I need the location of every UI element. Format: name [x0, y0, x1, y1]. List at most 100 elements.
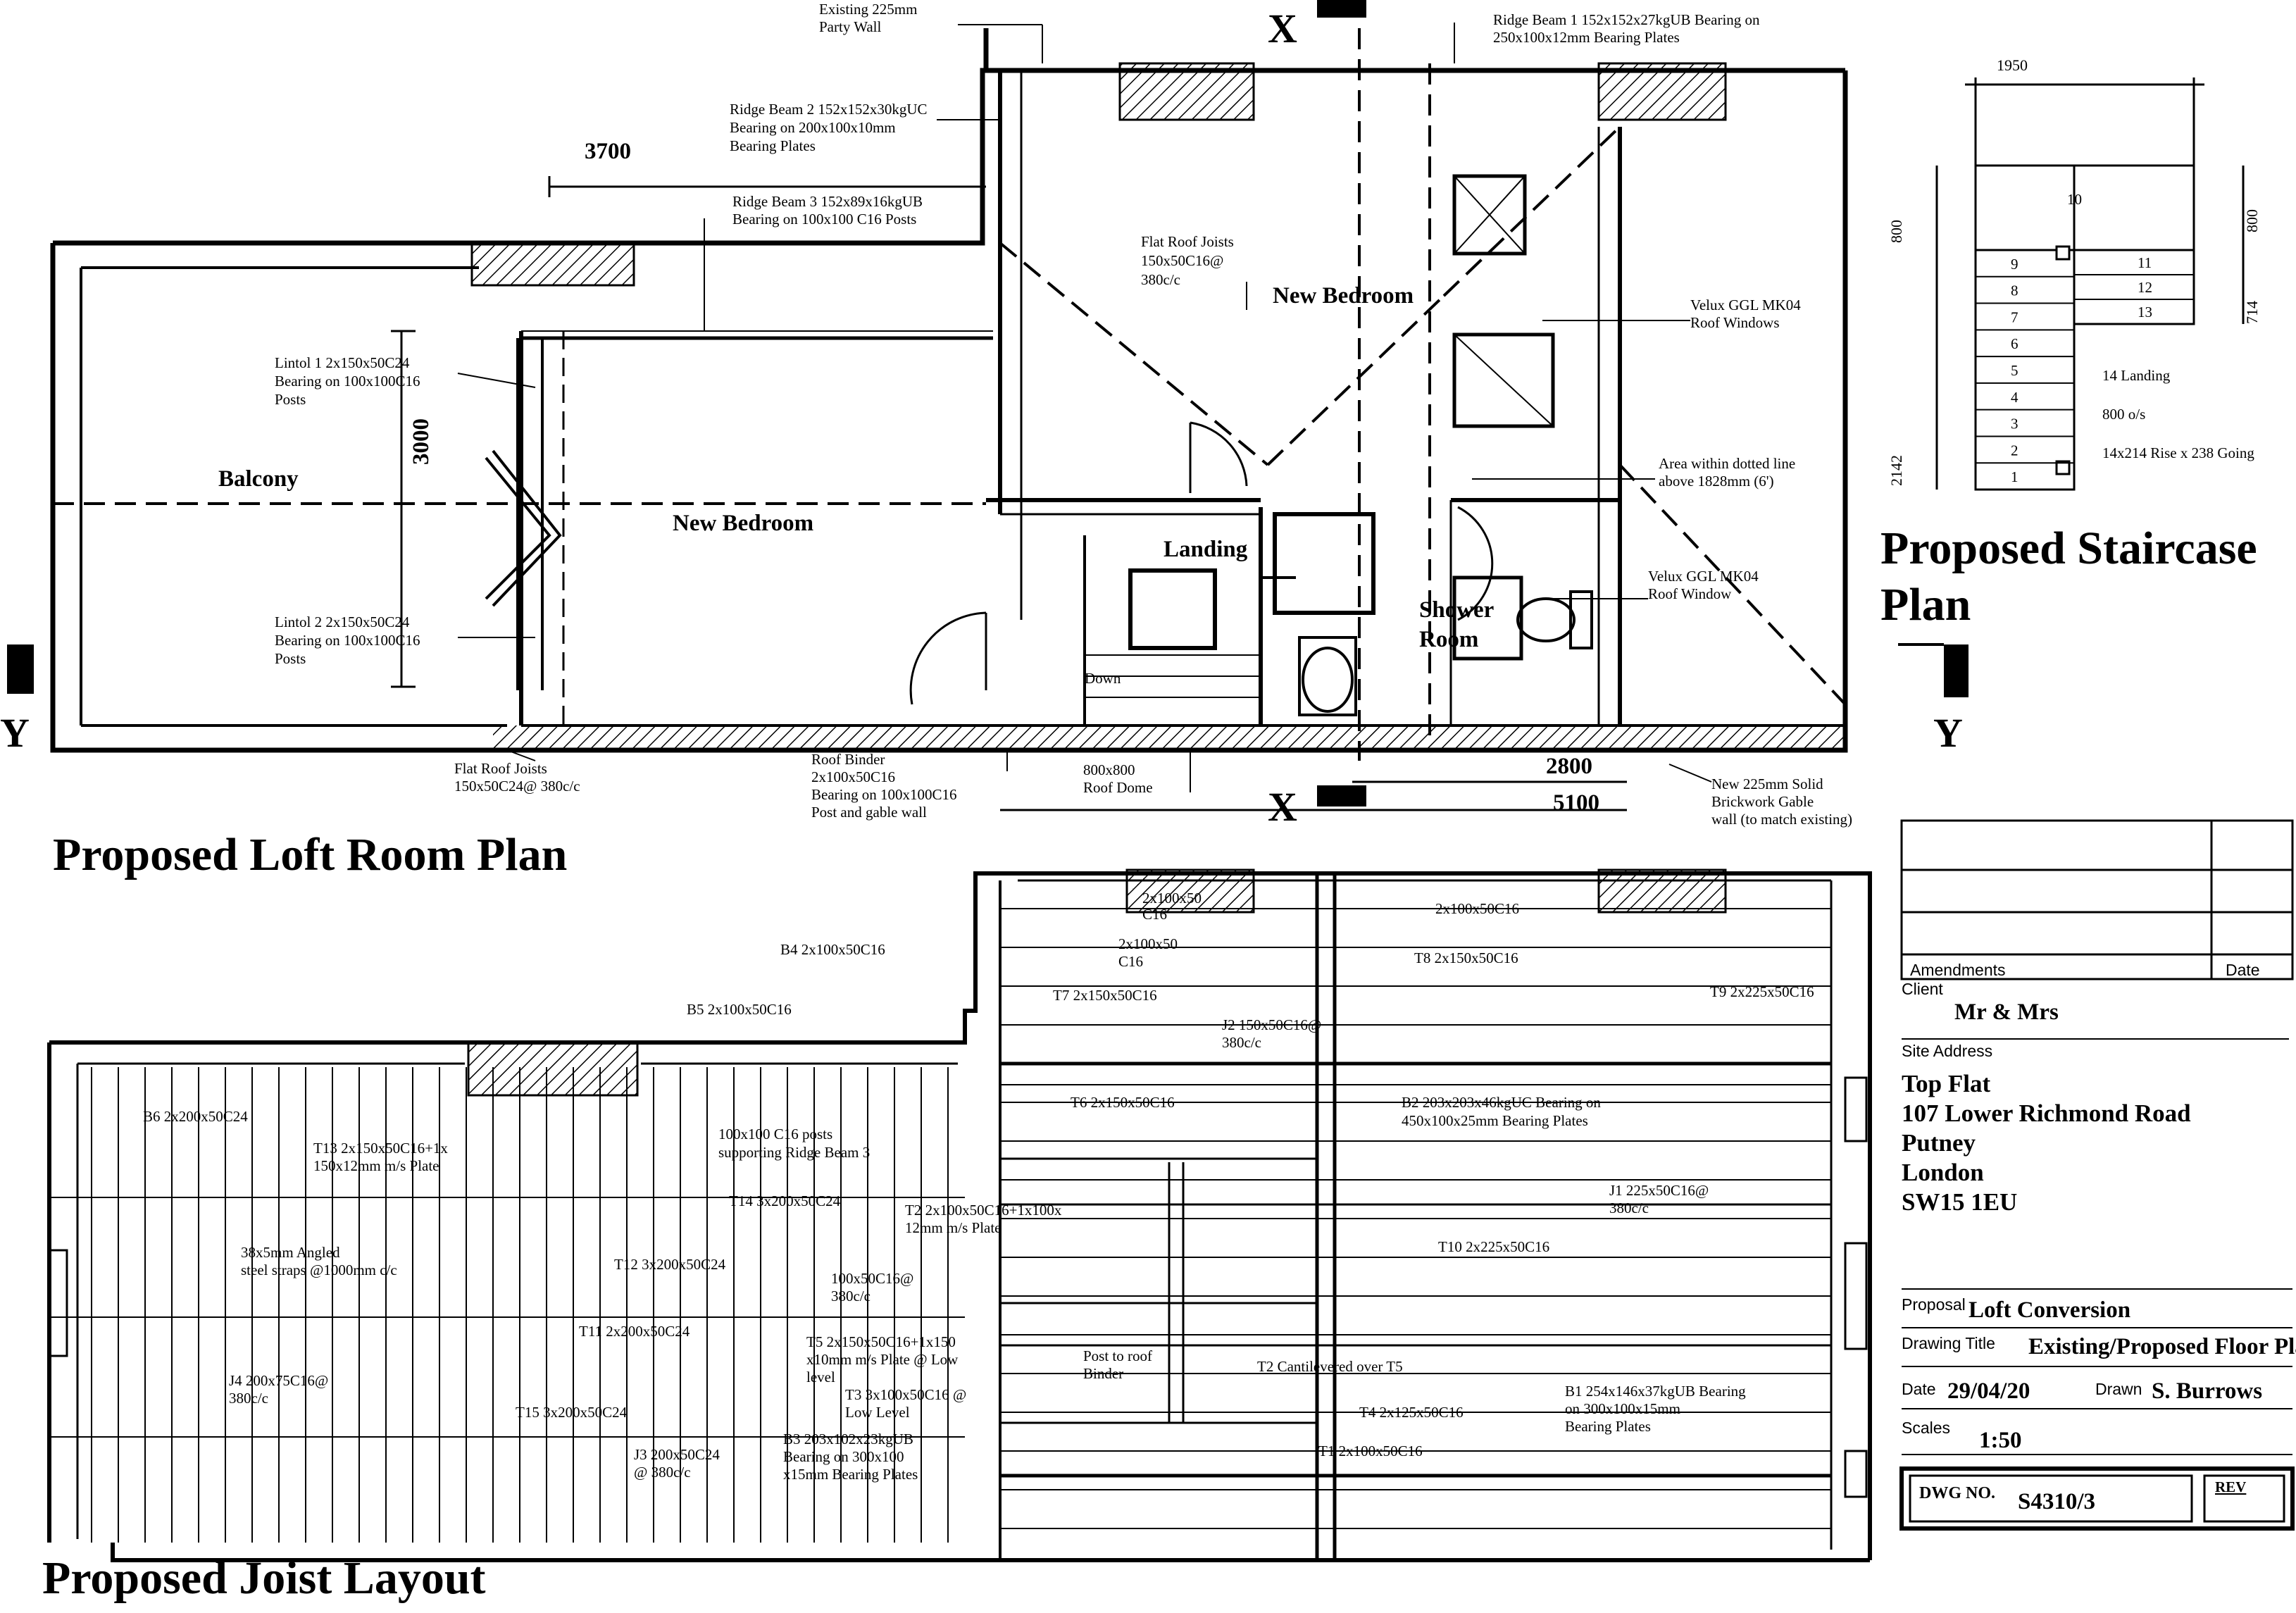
joist-b2-1: B2 203x203x46kgUC Bearing on: [1402, 1094, 1601, 1111]
joist-b3-1: B3 203x102x23kgUB: [783, 1431, 913, 1447]
joist-layout-title: Proposed Joist Layout: [42, 1552, 486, 1604]
stair-tread-number: 3: [2011, 416, 2019, 432]
room-balcony: Balcony: [218, 466, 299, 492]
drawing-title-label: Drawing Title: [1902, 1334, 1995, 1352]
section-y-left: Y: [0, 710, 30, 756]
joist-t13-2: 150x12mm m/s Plate: [313, 1157, 439, 1174]
amendments-table: [1900, 819, 2294, 980]
sanitary-fittings: [1298, 590, 1593, 716]
stair-dim-800-left: 800: [1888, 220, 1905, 243]
note-velux-a-1: Velux GGL MK04: [1690, 297, 1801, 313]
stair-tread-number: 2: [2011, 442, 2019, 459]
dim-3700: 3700: [585, 139, 631, 164]
note-velux-b-1: Velux GGL MK04: [1648, 568, 1759, 585]
stair-tread-number: 13: [2138, 304, 2152, 320]
joist-j1-2: 380c/c: [1609, 1200, 1649, 1216]
rev-label: REV: [2215, 1478, 2246, 1495]
joist-layout: 2x100x50 C16 2x100x50 C16 2x100x50C16 B4…: [42, 868, 1872, 1604]
joist-t11: T11 2x200x50C24: [579, 1323, 690, 1340]
note-lintol1-1: Lintol 1 2x150x50C24: [275, 354, 410, 371]
stair-tread-number: 6: [2011, 335, 2019, 352]
dwg-number-box: [1899, 1466, 2295, 1531]
site-line-5: SW15 1EU: [1902, 1188, 2017, 1216]
stair-tread-number: 10: [2067, 191, 2082, 208]
amendments-date-label: Date: [2226, 961, 2260, 979]
joist-b-c16-1: 2x100x50: [1118, 935, 1178, 952]
room-new-bedroom-left: New Bedroom: [673, 511, 813, 536]
joist-side-piers: [48, 1076, 1868, 1498]
joist-b1-3: Bearing Plates: [1565, 1418, 1651, 1435]
stair-dim-800-right: 800: [2243, 209, 2261, 232]
dim-2800: 2800: [1546, 754, 1592, 779]
note-ridge3-2: Bearing on 100x100 C16 Posts: [732, 211, 916, 228]
section-mark-x: X X: [1268, 0, 1366, 830]
joist-m100-2: 380c/c: [831, 1288, 871, 1304]
dwg-no-value: S4310/3: [2018, 1489, 2095, 1514]
joist-t15: T15 3x200x50C24: [516, 1404, 628, 1421]
joist-j1-1: J1 225x50C16@: [1609, 1182, 1709, 1199]
loft-dimension-lines: [391, 176, 1627, 811]
note-ridge2-2: Bearing on 200x100x10mm: [730, 119, 896, 136]
room-new-bedroom-right: New Bedroom: [1273, 283, 1414, 309]
room-shower-2: Room: [1419, 627, 1478, 652]
date-value: 29/04/20: [1947, 1378, 2030, 1404]
note-dome-1: 800x800: [1083, 761, 1135, 778]
note-binder-2: 2x100x50C16: [811, 768, 895, 785]
note-gable-2: Brickwork Gable: [1711, 793, 1814, 810]
joist-b-c16-2: C16: [1118, 953, 1143, 970]
stair-tread-number: 9: [2011, 256, 2019, 273]
joist-b3-3: x15mm Bearing Plates: [783, 1466, 918, 1483]
note-flatjoists-r-1: Flat Roof Joists: [1141, 233, 1234, 250]
amendments-label: Amendments: [1910, 961, 2006, 979]
scale-value: 1:50: [1979, 1428, 2022, 1453]
stair-note-rise: 14x214 Rise x 238 Going: [2102, 444, 2254, 461]
note-ridge3-1: Ridge Beam 3 152x89x16kgUB: [732, 193, 923, 210]
drawn-label: Drawn: [2095, 1380, 2142, 1398]
joist-a-c16-2: C16: [1142, 906, 1167, 923]
joist-b2-2: 450x100x25mm Bearing Plates: [1402, 1112, 1588, 1129]
drawn-value: S. Burrows: [2152, 1378, 2262, 1404]
dim-5100: 5100: [1553, 790, 1599, 816]
joist-t5-2: x10mm m/s Plate @ Low: [806, 1351, 959, 1368]
staircase-title-2: Plan: [1880, 579, 1971, 630]
stair-down-label: Down: [1085, 670, 1121, 687]
joist-post-binder-1: Post to roof: [1083, 1347, 1152, 1364]
party-wall-hatching: [470, 62, 1845, 750]
note-gable-3: wall (to match existing): [1711, 811, 1852, 828]
joist-straps-2: steel straps @1000mm c/c: [241, 1262, 397, 1278]
dim-3000: 3000: [408, 418, 434, 465]
joist-t7: T7 2x150x50C16: [1053, 987, 1157, 1004]
joist-b5: B5 2x100x50C16: [687, 1001, 792, 1018]
note-velux-a-2: Roof Windows: [1690, 314, 1780, 331]
joist-j2-2: 380c/c: [1222, 1034, 1261, 1051]
stair-outline: [1935, 77, 2245, 491]
note-velux-b-2: Roof Window: [1648, 585, 1732, 602]
joist-t2-2: 12mm m/s Plate: [905, 1219, 1002, 1236]
room-landing: Landing: [1163, 537, 1248, 562]
note-lintol2-2: Bearing on 100x100C16: [275, 632, 420, 649]
note-binder-4: Post and gable wall: [811, 804, 927, 821]
note-binder-3: Bearing on 100x100C16: [811, 786, 956, 803]
note-ridge1-1: Ridge Beam 1 152x152x27kgUB Bearing on: [1493, 11, 1760, 28]
joist-b6: B6 2x200x50C24: [143, 1108, 248, 1125]
joist-j3-2: @ 380c/c: [634, 1464, 691, 1481]
joist-outer-walls: [47, 871, 1872, 1562]
stair-tread-number: 12: [2138, 279, 2152, 296]
stair-tread-lines: [1976, 274, 2194, 490]
joist-annotations: 2x100x50 C16 2x100x50 C16 2x100x50C16 B4…: [143, 890, 1814, 1483]
section-y-right: Y: [1933, 710, 1963, 756]
joist-straps-1: 38x5mm Angled: [241, 1244, 340, 1261]
site-line-3: Putney: [1902, 1129, 1976, 1157]
note-flatjoists-l-2: 150x50C24@ 380c/c: [454, 778, 580, 795]
section-x-bottom: X: [1268, 784, 1297, 830]
joist-hatching: [467, 868, 1727, 1097]
drawing-title-value: Existing/Proposed Floor Plans: [2028, 1334, 2296, 1359]
joist-t9: T9 2x225x50C16: [1710, 983, 1814, 1000]
note-lintol2-3: Posts: [275, 650, 306, 667]
note-binder-1: Roof Binder: [811, 751, 885, 768]
site-address-label: Site Address: [1902, 1042, 1992, 1060]
joist-t3-2: Low Level: [845, 1404, 910, 1421]
stair-note-landing: 14 Landing: [2102, 367, 2171, 384]
